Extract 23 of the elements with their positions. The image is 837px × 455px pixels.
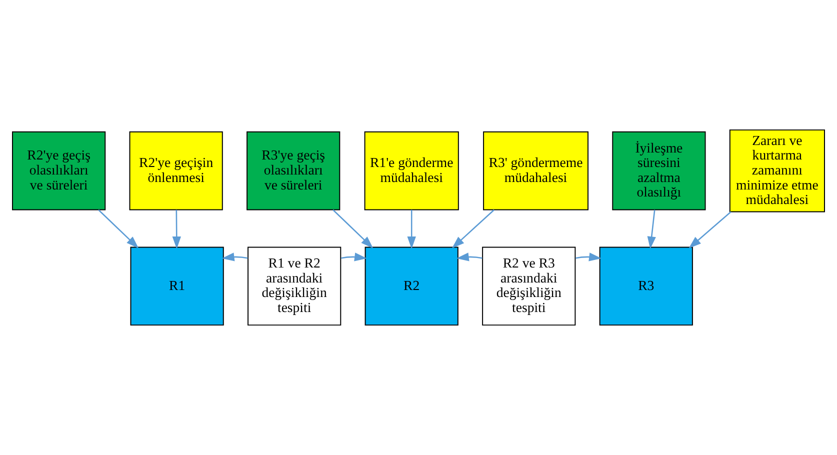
arrow [456,252,482,262]
node-box: R3 [599,246,693,326]
arrow [98,209,139,248]
node-box: R1 [130,246,224,326]
arrow [222,252,248,262]
arrow [452,209,494,248]
node-box: R2'ye geçişin önlenmesi [129,131,223,210]
arrow [688,211,732,248]
node-box: R3' göndermeme müdahalesi [483,131,588,210]
node-box: R1'e gönderme müdahalesi [364,131,459,210]
arrow [647,210,656,249]
arrow [340,252,367,262]
arrow [407,210,416,249]
node-box: R3'ye geçiş olasılıkları ve süreleri [246,131,340,210]
node-box: Zararı ve kurtarma zamanını minimize etme müdahalesi [729,129,825,212]
node-box: R1 ve R2 arasındaki değişikliğin tespiti [248,246,342,326]
arrow [575,252,602,262]
node-box: İyileşme süresini azaltma olasılığı [612,131,706,210]
node-box: R2 ve R3 arasındaki değişikliğin tespiti [482,246,576,326]
node-box: R2'ye geçiş olasılıkları ve süreleri [12,131,106,210]
arrow [332,209,374,248]
node-box: R2 [364,246,458,326]
arrow [172,210,181,249]
